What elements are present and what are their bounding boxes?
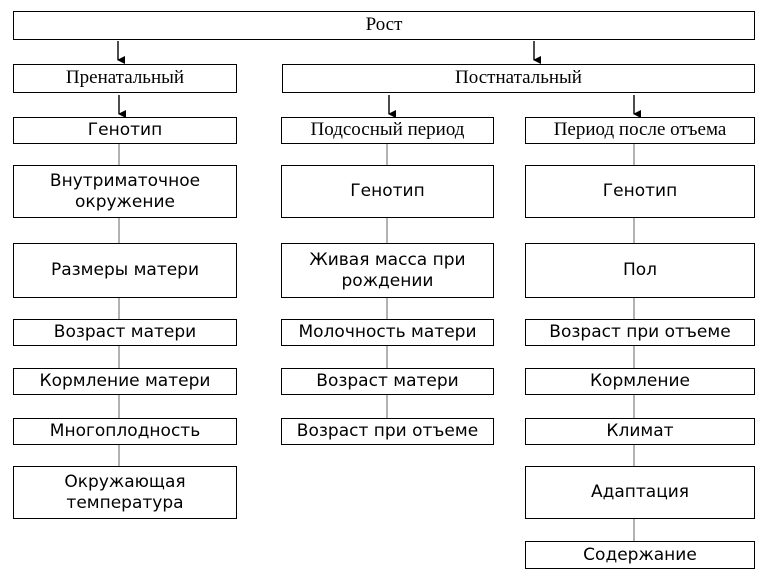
postweaning-factor: Адаптация — [525, 466, 755, 519]
postweaning-factor: Кормление — [525, 368, 755, 395]
suckling-factor: Живая масса при рождении — [281, 243, 494, 298]
prenatal-factor: Размеры матери — [13, 243, 237, 298]
suckling-period-header: Подсосный период — [281, 117, 494, 144]
postweaning-factor: Климат — [525, 418, 755, 445]
root-node: Рост — [13, 11, 755, 40]
suckling-factor: Возраст матери — [281, 368, 494, 395]
prenatal-branch: Пренатальный — [13, 64, 237, 93]
postweaning-factor: Генотип — [525, 165, 755, 218]
prenatal-factor: Кормление матери — [13, 368, 237, 395]
prenatal-factor: Генотип — [13, 117, 237, 144]
prenatal-factor: Возраст матери — [13, 319, 237, 346]
prenatal-factor: Многоплодность — [13, 418, 237, 445]
suckling-factor: Генотип — [281, 165, 494, 218]
postweaning-factor: Содержание — [525, 541, 755, 569]
postweaning-factor: Возраст при отъеме — [525, 319, 755, 346]
prenatal-factor: Окружающая температура — [13, 466, 237, 519]
postnatal-branch: Постнатальный — [282, 64, 755, 93]
suckling-factor: Молочность матери — [281, 319, 494, 346]
postweaning-period-header: Период после отъема — [525, 117, 755, 144]
prenatal-factor: Внутриматочное окружение — [13, 165, 237, 218]
suckling-factor: Возраст при отъеме — [281, 418, 494, 445]
postweaning-factor: Пол — [525, 243, 755, 298]
